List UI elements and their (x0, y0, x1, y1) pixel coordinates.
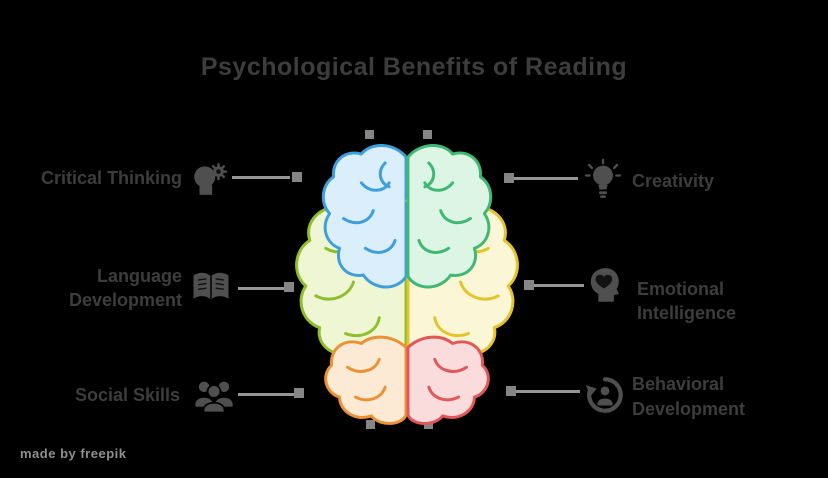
label-language-development: Language Development (69, 264, 182, 312)
brain-illustration (295, 144, 519, 425)
social-skills-icon (195, 381, 233, 414)
connector-line (534, 284, 584, 287)
label-line: Development (68, 290, 182, 310)
brain-region-left-occipital (324, 335, 408, 425)
emotional-intelligence-icon (590, 268, 619, 302)
label-critical-thinking: Critical Thinking (41, 166, 182, 190)
label-line: Behavioral (632, 374, 725, 394)
creativity-icon (584, 158, 622, 198)
connector-line (516, 390, 580, 393)
label-behavioral-development: Behavioral Development (632, 372, 745, 422)
brain-region-right-occipital (406, 335, 490, 425)
critical-thinking-icon (194, 162, 228, 195)
label-social-skills: Social Skills (75, 383, 180, 407)
connector-endpoint (524, 280, 534, 290)
connector-endpoint (284, 282, 294, 292)
watermark: made by freepik (20, 446, 127, 461)
connector-endpoint (292, 172, 302, 182)
label-line: Language (96, 266, 182, 286)
label-line: Critical Thinking (40, 168, 182, 188)
brain-region-left-frontal (321, 144, 408, 289)
connector-endpoint (504, 173, 514, 183)
label-line: Emotional Intelligence (637, 279, 737, 323)
connector-line (232, 176, 290, 179)
decor-square (366, 420, 375, 429)
label-line: Development (632, 399, 746, 419)
label-emotional-intelligence: Emotional Intelligence (637, 277, 828, 325)
connector-endpoint (294, 388, 304, 398)
behavioral-development-icon (585, 377, 623, 413)
decor-square (365, 130, 374, 139)
page-title: Psychological Benefits of Reading (200, 53, 628, 81)
label-creativity: Creativity (632, 169, 714, 193)
connector-line (238, 393, 294, 396)
brain-region-right-frontal (406, 144, 493, 289)
connector-line (238, 287, 284, 290)
connector-endpoint (506, 386, 516, 396)
connector-line (514, 177, 578, 180)
decor-square (423, 130, 432, 139)
label-line: Creativity (632, 171, 715, 191)
language-development-icon (193, 272, 229, 300)
label-line: Social Skills (74, 385, 180, 405)
